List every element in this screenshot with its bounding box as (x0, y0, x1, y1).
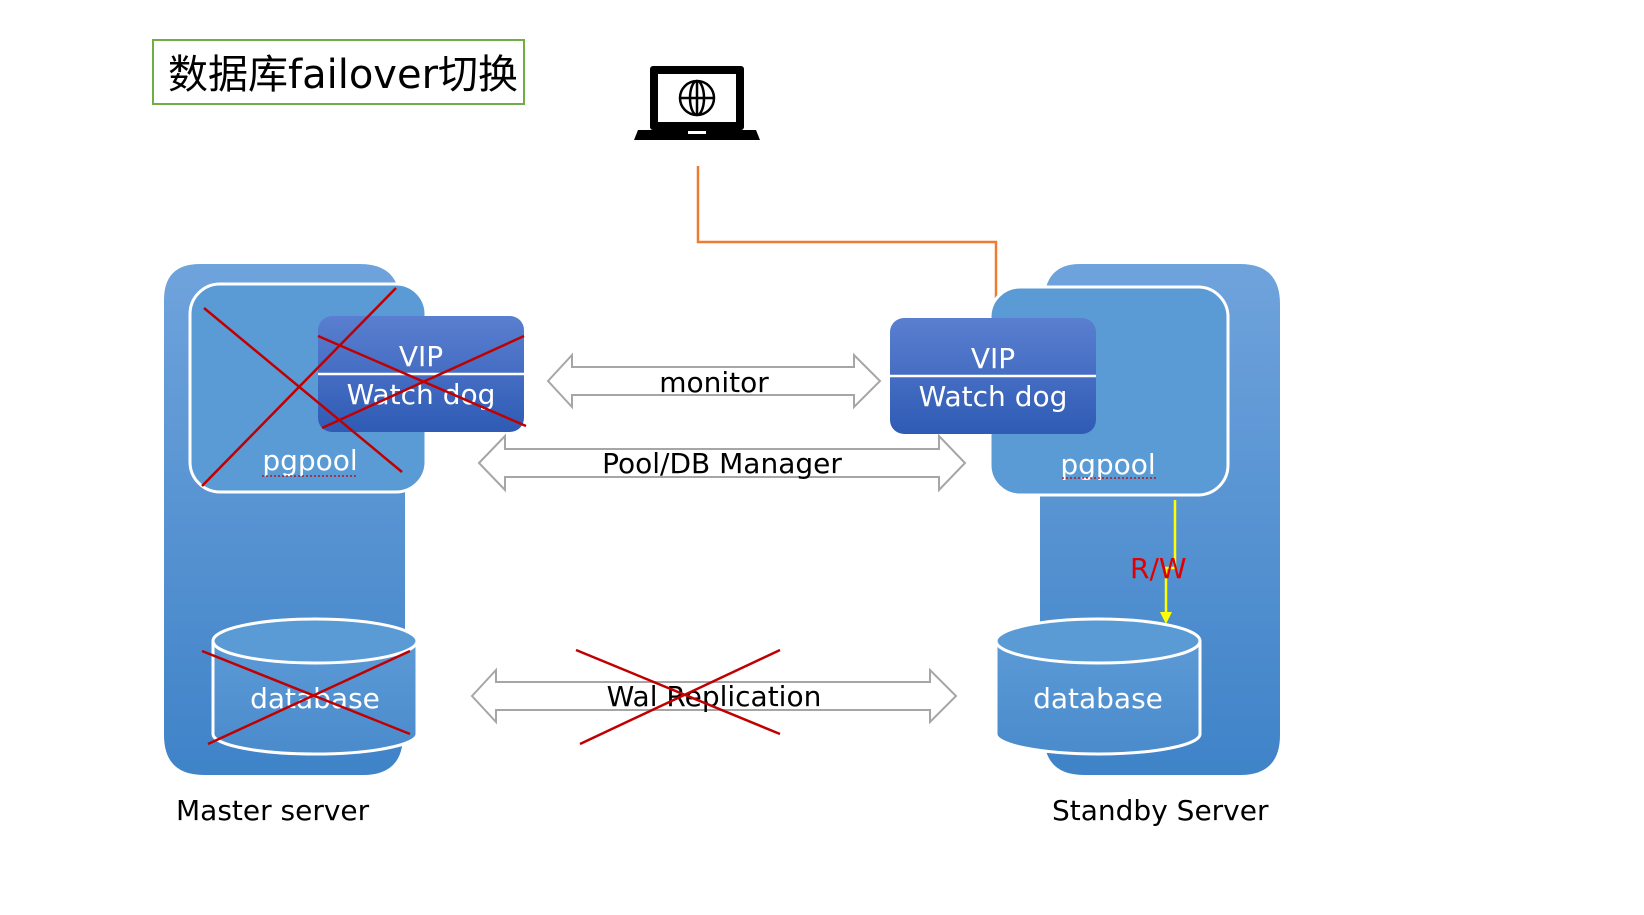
rw-label: R/W (1130, 552, 1187, 585)
master-server: pgpool VIP Watch dog database (164, 264, 527, 775)
rw-connection: R/W (1130, 500, 1187, 624)
client-connection (696, 166, 1002, 320)
wal-failure-cross (575, 648, 781, 746)
master-vip-label: VIP (399, 340, 443, 373)
laptop-globe-icon (634, 66, 760, 140)
pool-db-manager-arrow: Pool/DB Manager (477, 433, 967, 493)
standby-pgpool-label: pgpool (1060, 448, 1155, 481)
monitor-arrow: monitor (546, 352, 882, 410)
wal-replication-arrow: Wal Replication (470, 648, 958, 746)
master-database-label: database (250, 682, 380, 715)
standby-database-cylinder: database (994, 617, 1202, 756)
standby-vip-watchdog: VIP Watch dog (890, 318, 1096, 434)
standby-server-caption: Standby Server (1052, 794, 1269, 827)
master-server-caption: Master server (176, 794, 370, 827)
master-pgpool-label: pgpool (262, 444, 357, 477)
title-box: 数据库failover切换 (152, 39, 525, 105)
pool-db-manager-label: Pool/DB Manager (602, 447, 842, 480)
master-database-cylinder: database (211, 617, 419, 756)
diagram-title: 数据库failover切换 (168, 52, 518, 98)
monitor-label: monitor (659, 366, 769, 399)
standby-vip-label: VIP (971, 342, 1015, 375)
standby-server: pgpool VIP Watch dog R/W database (890, 264, 1280, 775)
standby-watchdog-label: Watch dog (919, 380, 1068, 413)
standby-database-label: database (1033, 682, 1163, 715)
master-failure-crosses (201, 287, 527, 746)
